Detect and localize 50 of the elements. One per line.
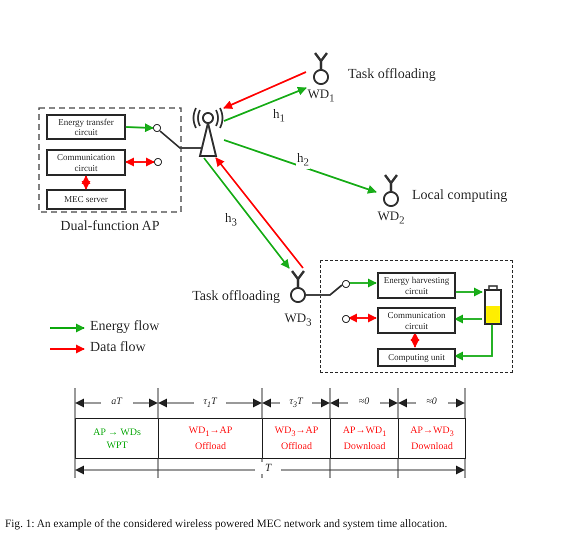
table-cell: AP→WD$_{1}$ Download xyxy=(330,418,399,459)
arrow xyxy=(349,278,377,288)
arrow xyxy=(454,324,493,360)
terminal-circle xyxy=(154,158,162,166)
dashed-device-box xyxy=(320,260,513,373)
arrow xyxy=(125,158,155,166)
arrow xyxy=(203,157,290,269)
circuit-block: Communication circuit xyxy=(46,149,126,176)
connector-line xyxy=(305,284,343,296)
legend-label: Energy flow xyxy=(90,319,160,335)
table-cell: AP→WD$_{3}$ Download xyxy=(398,418,466,459)
circuit-block: MEC server xyxy=(46,189,126,210)
legend-label: Data flow xyxy=(90,340,146,356)
arrow xyxy=(224,86,307,122)
terminal-circle xyxy=(153,124,161,132)
dimension-label: aT xyxy=(100,396,132,407)
connector-line xyxy=(159,130,201,149)
annotation-text: Local computing xyxy=(412,188,508,204)
dimension-label: τ$_{3}$T xyxy=(280,396,312,409)
arrow xyxy=(224,139,377,194)
arrow xyxy=(455,288,483,296)
device-label: WD$_{1}$ xyxy=(306,86,336,105)
dimension-label: ≈0 xyxy=(348,396,380,407)
dimension-label: ≈0 xyxy=(416,396,448,407)
arrow xyxy=(410,332,420,348)
edge-label: h$_{2}$ xyxy=(296,150,310,169)
circuit-block: Communication circuit xyxy=(377,307,456,334)
dimension-label: τ$_{1}$T xyxy=(194,396,226,409)
table-cell: WD$_{3}$→AP Offload xyxy=(262,418,331,459)
circuit-block: Computing unit xyxy=(377,348,456,367)
figure-caption: Fig. 1: An example of the considered wireless powered MEC network and system time allocation. xyxy=(5,518,448,530)
circuit-block: Energy transfer circuit xyxy=(46,114,126,140)
device-label: WD$_{2}$ xyxy=(376,208,406,227)
circuit-block: Energy harvesting circuit xyxy=(377,272,456,299)
edge-label: h$_{3}$ xyxy=(224,210,238,229)
dimension-label: T xyxy=(255,462,281,474)
arrow xyxy=(215,157,304,269)
arrow xyxy=(82,175,90,190)
arrow xyxy=(454,314,482,324)
annotation-text: Task offloading xyxy=(348,67,437,83)
table-cell: AP → WDs WPT xyxy=(75,418,159,459)
terminal-circle xyxy=(342,280,350,288)
arrow xyxy=(223,71,306,109)
annotation-text: Task offloading xyxy=(191,289,280,305)
device-label: WD$_{3}$ xyxy=(283,310,313,329)
arrow xyxy=(348,314,377,322)
group-title: Dual-function AP xyxy=(59,219,161,235)
arrow xyxy=(126,123,154,132)
terminal-circle xyxy=(342,315,350,323)
table-cell: WD$_{1}$→AP Offload xyxy=(158,418,263,459)
